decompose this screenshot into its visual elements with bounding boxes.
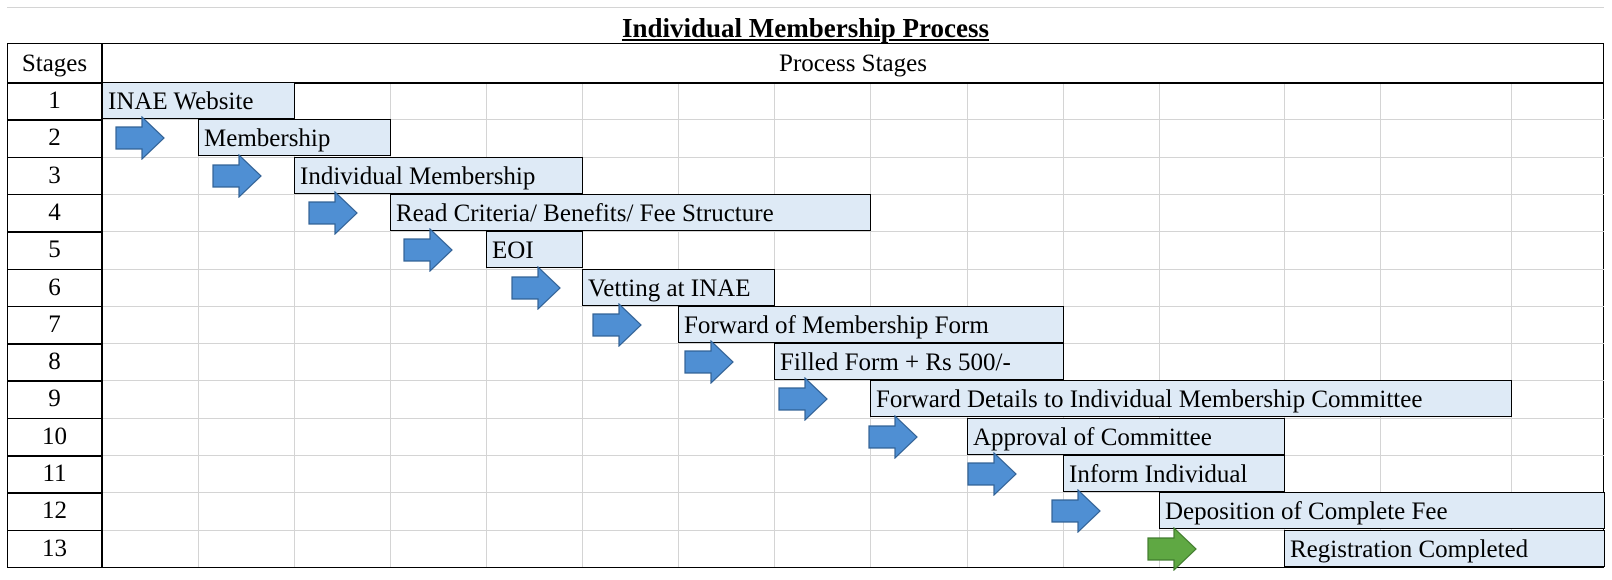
- stage-number: 3: [48, 161, 61, 189]
- right-arrow-icon: [115, 116, 165, 161]
- stage-row-divider: [7, 119, 102, 121]
- stage-number: 12: [42, 497, 67, 525]
- grid-row-line: [102, 119, 1604, 121]
- right-arrow-icon: [1051, 489, 1101, 534]
- grid-column-line: [486, 82, 487, 567]
- grid-column-line: [294, 82, 295, 567]
- grid-column-line: [1380, 82, 1381, 567]
- stage-number: 4: [48, 198, 61, 226]
- stage-number: 9: [48, 385, 61, 413]
- grid-column-line: [1511, 82, 1512, 567]
- grid-column-line: [198, 82, 199, 567]
- stage-number: 6: [48, 273, 61, 301]
- stage-number: 5: [48, 236, 61, 264]
- right-arrow-icon: [868, 414, 918, 459]
- stage-box: Forward Details to Individual Membership…: [870, 380, 1512, 418]
- grid-row-line: [102, 529, 1604, 531]
- right-arrow-icon: [403, 228, 453, 273]
- stage-row-divider: [7, 380, 102, 382]
- stage-box: Read Criteria/ Benefits/ Fee Structure: [390, 193, 871, 231]
- stage-box: Deposition of Complete Fee: [1159, 492, 1605, 530]
- stage-number: 10: [42, 422, 67, 450]
- stages-header: Stages: [21, 50, 88, 77]
- grid-row-line: [102, 231, 1604, 233]
- stage-number: 13: [42, 534, 67, 562]
- stage-box: Individual Membership: [294, 156, 583, 194]
- stage-box: Forward of Membership Form: [678, 305, 1064, 343]
- stage-number: 8: [48, 348, 61, 376]
- right-arrow-icon: [1147, 526, 1197, 571]
- grid-row-line: [102, 492, 1604, 494]
- stage-row-divider: [7, 417, 102, 420]
- right-arrow-icon: [511, 265, 561, 310]
- stage-row-divider: [7, 268, 102, 270]
- stage-box: Registration Completed: [1284, 529, 1605, 567]
- grid-column-line: [390, 82, 391, 567]
- header-divider: [7, 82, 1604, 84]
- right-arrow-icon: [778, 377, 828, 422]
- process-stages-header: Process Stages: [779, 50, 927, 77]
- grid-row-line: [102, 455, 1604, 456]
- stage-box: Membership: [198, 119, 391, 157]
- page-title: Individual Membership Process: [621, 13, 990, 43]
- stage-row-divider: [7, 455, 102, 457]
- stage-row-divider: [7, 492, 102, 494]
- stage-number: 7: [48, 310, 61, 338]
- stage-number: 2: [48, 124, 61, 152]
- grid-row-line: [102, 417, 1604, 419]
- right-arrow-icon: [967, 452, 1017, 496]
- right-arrow-icon: [212, 153, 262, 198]
- grid-column-line: [1159, 82, 1160, 567]
- right-arrow-icon: [308, 190, 358, 235]
- stage-box: Inform Individual: [1063, 455, 1285, 492]
- stage-row-divider: [7, 231, 102, 233]
- stage-number: 1: [48, 87, 61, 114]
- grid-row-line: [102, 268, 1604, 270]
- grid-row-line: [102, 380, 1604, 382]
- stage-row-divider: [7, 193, 102, 196]
- stage-box: Filled Form + Rs 500/-: [774, 343, 1064, 381]
- stage-row-divider: [7, 156, 102, 159]
- right-arrow-icon: [592, 302, 642, 347]
- stage-row-divider: [7, 529, 102, 532]
- right-arrow-icon: [684, 340, 734, 385]
- title-cell: Individual Membership Process: [7, 7, 1604, 44]
- stage-number: 11: [42, 460, 67, 487]
- stage-box: Approval of Committee: [967, 417, 1285, 455]
- stage-box: INAE Website: [102, 82, 295, 119]
- process-table: [7, 43, 1604, 568]
- grid-row-line: [102, 156, 1604, 158]
- stage-row-divider: [7, 305, 102, 308]
- stage-row-divider: [7, 343, 102, 345]
- stage-column-divider: [101, 43, 103, 567]
- stage-box: Vetting at INAE: [582, 268, 775, 306]
- grid-column-line: [1284, 82, 1285, 567]
- stage-box: EOI: [486, 231, 583, 269]
- grid-column-line: [582, 82, 583, 567]
